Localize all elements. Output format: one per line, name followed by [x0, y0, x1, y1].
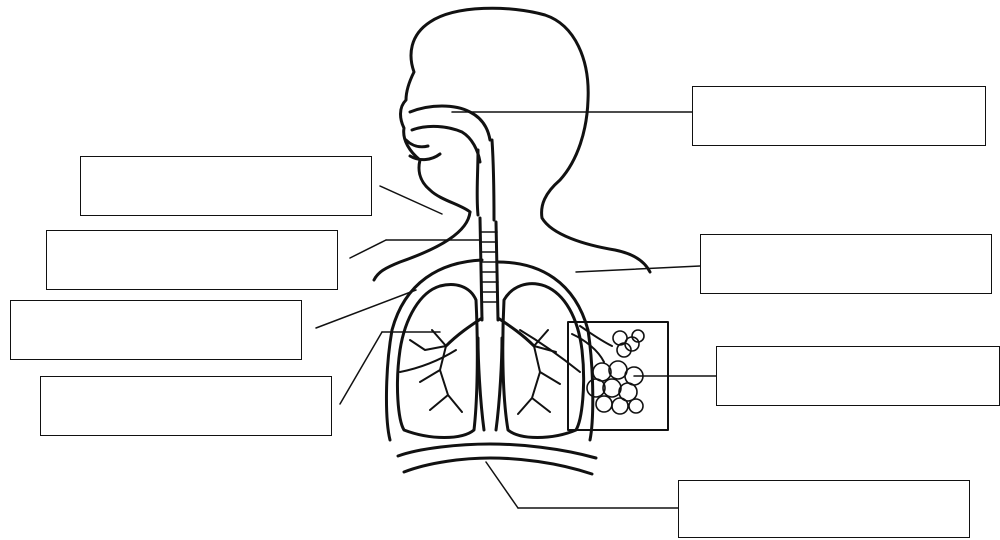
mediastinum — [478, 338, 502, 430]
nasal-passage — [410, 106, 490, 140]
label-box-pharynx[interactable] — [80, 156, 372, 216]
label-text-pharynx — [81, 157, 371, 215]
left-lung-fissure — [400, 350, 456, 372]
label-box-alveoli[interactable] — [716, 346, 1000, 406]
label-box-nasal-cavity[interactable] — [692, 86, 986, 146]
leader-lines — [316, 112, 716, 508]
label-text-bronchus — [41, 377, 331, 435]
diaphragm-inner — [404, 458, 592, 474]
body-outline — [401, 8, 651, 272]
label-box-lung[interactable] — [700, 234, 992, 294]
label-text-diaphragm — [679, 481, 969, 537]
alveoli-cluster-upper — [613, 330, 644, 357]
pharynx-wall-back — [492, 140, 494, 220]
alveoli-cluster-lower — [587, 361, 643, 414]
label-text-lung — [701, 235, 991, 293]
label-text-nasal-cavity — [693, 87, 985, 145]
label-text-trachea — [11, 301, 301, 359]
body-outline-left-shoulder — [374, 212, 470, 280]
pharynx-wall-front — [477, 150, 478, 215]
label-box-trachea[interactable] — [10, 300, 302, 360]
label-box-diaphragm[interactable] — [678, 480, 970, 538]
right-lung — [503, 284, 584, 438]
oral-cavity — [412, 126, 480, 162]
label-text-larynx — [47, 231, 337, 289]
trachea-left — [480, 218, 482, 320]
label-box-larynx[interactable] — [46, 230, 338, 290]
trachea-right — [496, 222, 498, 320]
diaphragm — [398, 444, 596, 458]
label-box-bronchus[interactable] — [40, 376, 332, 436]
left-bronchial-tree — [410, 330, 462, 412]
label-text-alveoli — [717, 347, 999, 405]
